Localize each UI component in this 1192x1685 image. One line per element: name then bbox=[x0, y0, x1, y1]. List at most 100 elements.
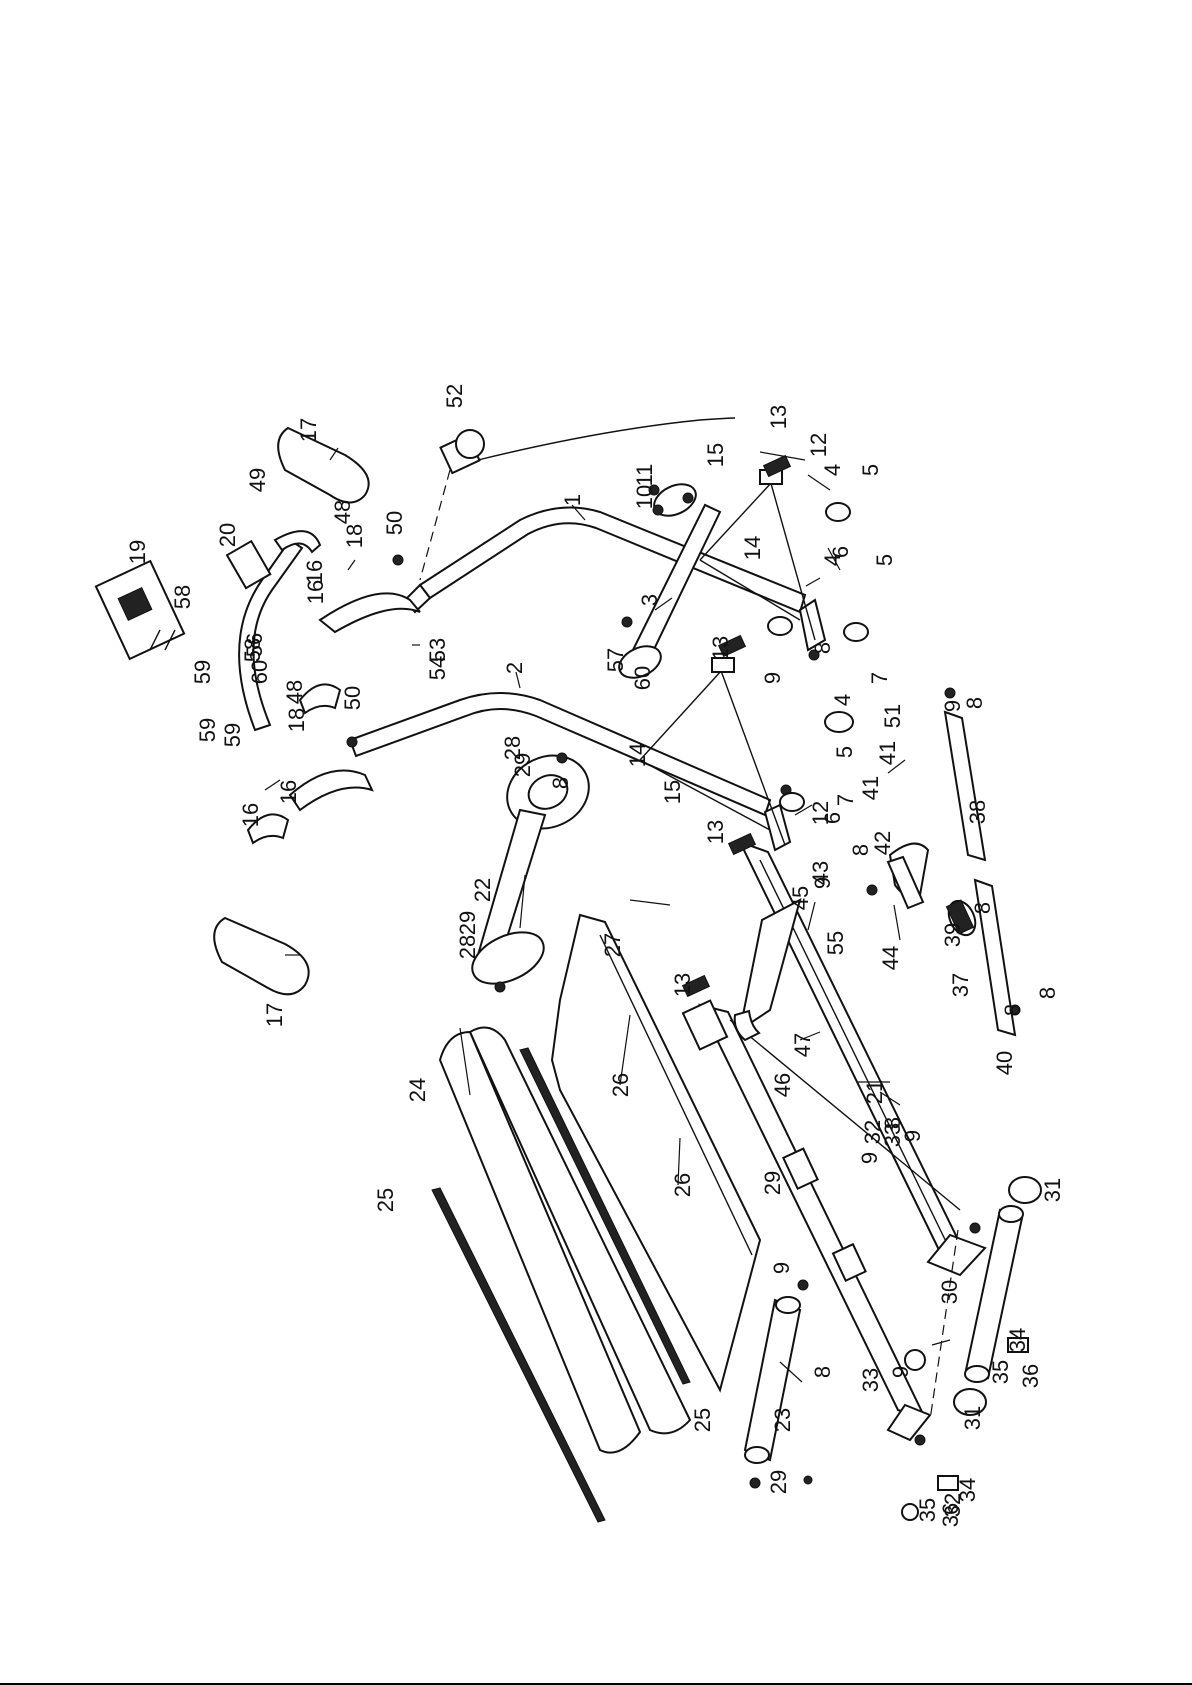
grip-part-17-left bbox=[213, 916, 310, 996]
callout-label: 38 bbox=[965, 800, 990, 824]
wheel-part-31-top bbox=[1008, 1176, 1042, 1204]
callout-label: 48 bbox=[282, 680, 307, 704]
callout-label: 33 bbox=[858, 1368, 883, 1392]
callout-label: 9 bbox=[810, 877, 835, 889]
callout-label: 28 bbox=[500, 736, 525, 760]
callout-label: 49 bbox=[245, 468, 270, 492]
callout-label: 18 bbox=[342, 524, 367, 548]
callout-label: 13 bbox=[670, 973, 695, 997]
callout-label: 60 bbox=[630, 666, 655, 690]
callout-label: 14 bbox=[625, 743, 650, 767]
callout-label: 27 bbox=[600, 933, 625, 957]
foot-part-34-bottom bbox=[937, 1475, 959, 1491]
callout-label: 25 bbox=[373, 1188, 398, 1212]
callout-label: 47 bbox=[790, 1033, 815, 1057]
callout-label: 56 bbox=[242, 633, 267, 657]
callout-label: 8 bbox=[810, 1366, 835, 1378]
left-upright-part-2 bbox=[348, 657, 792, 852]
callout-label: 5 bbox=[832, 746, 857, 758]
callout-label: 9 bbox=[857, 1152, 882, 1164]
callout-label: 5 bbox=[872, 554, 897, 566]
callout-label: 57 bbox=[603, 648, 628, 672]
callout-label: 5 bbox=[858, 464, 883, 476]
callout-label: 19 bbox=[125, 540, 150, 564]
grip-part-17-top bbox=[277, 426, 370, 504]
callout-label: 42 bbox=[870, 831, 895, 855]
callout-label: 12 bbox=[806, 433, 831, 457]
callout-label: 36 bbox=[1018, 1364, 1043, 1388]
roller-part-22 bbox=[471, 754, 590, 985]
callout-label: 9 bbox=[888, 1366, 913, 1378]
callout-label: 53 bbox=[425, 638, 450, 662]
callout-label: 26 bbox=[670, 1173, 695, 1197]
callout-label: 8 bbox=[1000, 1004, 1025, 1016]
page-bottom-rule bbox=[0, 1683, 1192, 1685]
callout-label: 23 bbox=[770, 1408, 795, 1432]
callout-label: 33 bbox=[880, 1123, 905, 1147]
safety-key-part-52 bbox=[419, 417, 736, 581]
callout-label: 4 bbox=[820, 554, 845, 566]
callout-label: 16 bbox=[302, 560, 327, 584]
callout-label: 8 bbox=[810, 642, 835, 654]
callout-label: 16 bbox=[303, 580, 328, 604]
belt-part-24 bbox=[438, 1026, 692, 1454]
callout-label: 3 bbox=[637, 594, 662, 606]
callout-label: 8 bbox=[880, 1117, 905, 1129]
incline-motor-part-39 bbox=[945, 899, 977, 937]
callout-label: 9 bbox=[900, 1130, 925, 1142]
callout-label: 58 bbox=[240, 638, 265, 662]
callout-label: 9 bbox=[940, 700, 965, 712]
callout-label: 24 bbox=[405, 1078, 430, 1102]
callout-label: 59 bbox=[195, 718, 220, 742]
callout-label: 36 bbox=[938, 1503, 963, 1527]
callout-label: 30 bbox=[937, 1280, 962, 1304]
callout-label: 46 bbox=[770, 1073, 795, 1097]
callout-label: 9 bbox=[769, 1262, 794, 1274]
side-handle-part-16-lower bbox=[246, 769, 374, 845]
callout-label: 50 bbox=[340, 686, 365, 710]
callout-label: 2 bbox=[502, 662, 527, 674]
handlebar-part-49 bbox=[225, 530, 322, 732]
callout-label: 6 bbox=[820, 812, 845, 824]
callout-label: 43 bbox=[808, 861, 833, 885]
callout-label: 22 bbox=[470, 878, 495, 902]
callout-label: 8 bbox=[970, 902, 995, 914]
callout-label: 54 bbox=[425, 656, 450, 680]
rear-tube-part-30 bbox=[964, 1205, 1024, 1383]
callout-label: 29 bbox=[455, 911, 480, 935]
callout-label: 29 bbox=[510, 753, 535, 777]
callout-label: 31 bbox=[960, 1406, 985, 1430]
callout-leader-lines bbox=[264, 447, 951, 1383]
callout-label: 41 bbox=[875, 741, 900, 765]
callout-label: 4 bbox=[820, 464, 845, 476]
foot-part-34-top bbox=[1007, 1337, 1029, 1353]
callout-label: 41 bbox=[858, 776, 883, 800]
callout-label: 51 bbox=[880, 704, 905, 728]
callout-label: 11 bbox=[632, 464, 657, 487]
callout-label: 8 bbox=[1035, 987, 1060, 999]
callout-label: 35 bbox=[988, 1360, 1013, 1384]
deck-part-27 bbox=[550, 913, 762, 1393]
callout-label: 44 bbox=[878, 946, 903, 970]
callout-label: 29 bbox=[766, 1470, 791, 1494]
callout-label: 31 bbox=[1040, 1178, 1065, 1202]
callout-label: 16 bbox=[238, 803, 263, 827]
callout-label: 7 bbox=[833, 794, 858, 806]
side-handle-part-16-upper bbox=[298, 592, 421, 715]
callout-label: 39 bbox=[940, 923, 965, 947]
callout-label: 32 bbox=[860, 1120, 885, 1144]
callout-label: 60 bbox=[247, 660, 272, 684]
callout-label: 15 bbox=[703, 443, 728, 467]
callout-label: 29 bbox=[760, 1171, 785, 1195]
callout-label: 48 bbox=[330, 500, 355, 524]
callout-label: 9 bbox=[760, 672, 785, 684]
callout-labels: 1234445556677888888888999999910111212131… bbox=[125, 384, 1065, 1527]
callout-label: 14 bbox=[740, 536, 765, 560]
callout-label: 1 bbox=[560, 494, 585, 506]
callout-label: 18 bbox=[284, 708, 309, 732]
callout-label: 37 bbox=[948, 973, 973, 997]
callout-label: 8 bbox=[548, 777, 573, 789]
callout-label: 50 bbox=[382, 511, 407, 535]
callout-label: 59 bbox=[190, 660, 215, 684]
rail-strip-part-25-outer bbox=[431, 1187, 606, 1523]
